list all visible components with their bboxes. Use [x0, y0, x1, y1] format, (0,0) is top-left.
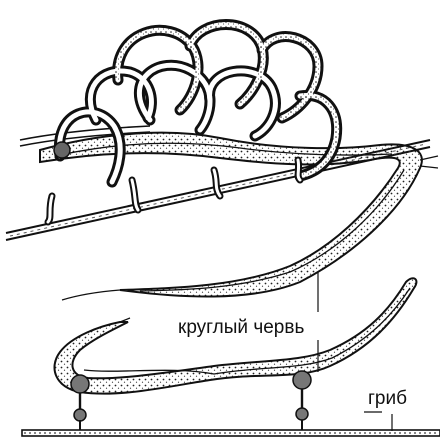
label-worm: круглый червь — [178, 317, 304, 338]
label-fungus: гриб — [368, 388, 407, 409]
ring-stalks — [48, 160, 300, 222]
lower-hypha — [22, 430, 440, 436]
hypha-knob — [54, 142, 70, 158]
